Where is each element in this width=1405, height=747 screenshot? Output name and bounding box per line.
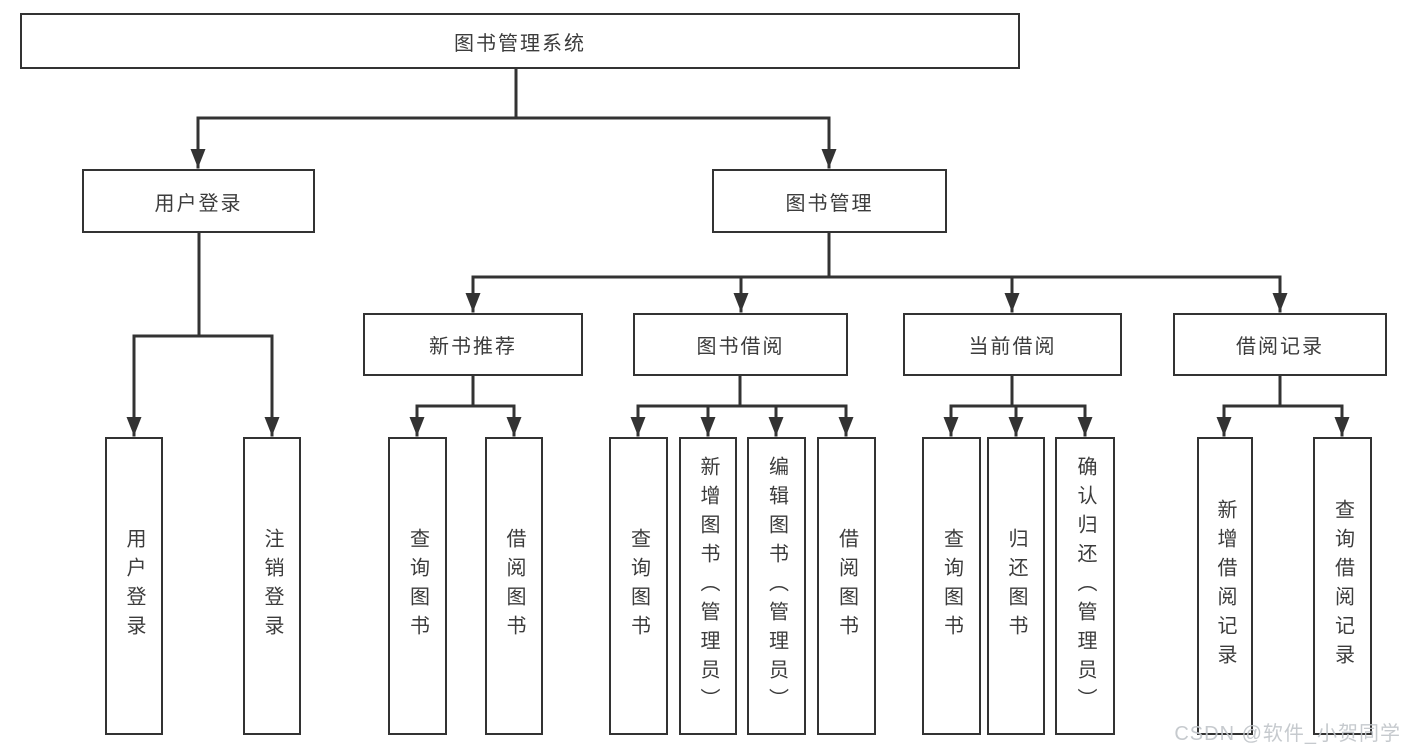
- connector-borrow-split: [636, 374, 848, 408]
- connector-book-management-split: [471, 231, 1282, 279]
- node-query-books-recommend: 查询图书: [388, 437, 447, 735]
- node-new-book-recommend: 新书推荐: [363, 313, 583, 376]
- node-query-books-borrow: 查询图书: [609, 437, 668, 735]
- node-user-login-leaf: 用户登录: [105, 437, 163, 735]
- csdn-watermark: CSDN @软件_小贺同学: [1174, 723, 1401, 745]
- node-query-borrow-record: 查询借阅记录: [1313, 437, 1372, 735]
- connector-records-split: [1222, 374, 1344, 408]
- connector-user-login-split: [132, 231, 274, 338]
- node-user-login: 用户登录: [82, 169, 315, 233]
- node-confirm-return-admin: 确认归还（管理员）: [1055, 437, 1115, 735]
- node-add-books-admin: 新增图书（管理员）: [679, 437, 737, 735]
- node-borrow-books-leaf: 借阅图书: [817, 437, 876, 735]
- node-library-system: 图书管理系统: [20, 13, 1020, 69]
- node-borrow-records: 借阅记录: [1173, 313, 1387, 376]
- node-book-borrowing: 图书借阅: [633, 313, 848, 376]
- node-query-books-current: 查询图书: [922, 437, 981, 735]
- connector-current-split: [949, 374, 1087, 408]
- node-add-borrow-record: 新增借阅记录: [1197, 437, 1253, 735]
- node-borrow-books-recommend: 借阅图书: [485, 437, 543, 735]
- node-book-management: 图书管理: [712, 169, 947, 233]
- node-return-books: 归还图书: [987, 437, 1045, 735]
- connector-recommend-split: [415, 374, 516, 408]
- node-logout-leaf: 注销登录: [243, 437, 301, 735]
- connector-root-split: [196, 67, 831, 120]
- node-current-borrowing: 当前借阅: [903, 313, 1122, 376]
- node-edit-books-admin: 编辑图书（管理员）: [747, 437, 806, 735]
